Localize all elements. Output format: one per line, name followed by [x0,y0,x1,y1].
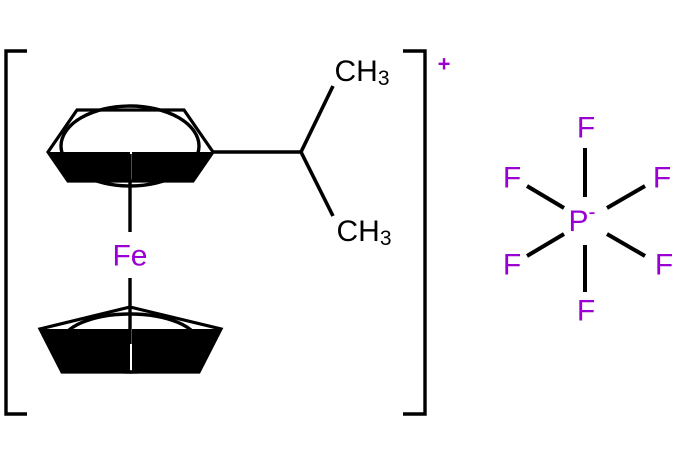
isopropyl-group [299,85,335,217]
cation-bracket-right [403,49,427,416]
fluorine-upper-left-label: F [503,162,521,195]
pf-bond-upper-right [605,184,647,210]
pf-bond-lower-left [525,232,566,258]
methyl-top-symbol: CH [334,55,377,88]
arene-ring-group [46,104,301,188]
methyl-top-label: CH3 [334,55,389,90]
iron-atom-label: Fe [112,240,147,273]
phosphorus-symbol: P [568,205,588,238]
pf-bond-lower-right [605,232,647,258]
phosphorus-charge: - [589,201,596,224]
cp-aromatic-circle [60,312,200,374]
phosphorus-atom-label: P- [568,201,595,238]
methyl-bottom-symbol: CH [336,215,379,248]
fluorine-top-label: F [577,112,595,145]
arene-wedge-bond-left [48,152,130,181]
arene-wedge-bond-right [132,152,213,181]
isopropyl-bond-to-methyl-bottom [299,151,335,217]
fluorine-bottom-label: F [577,295,595,328]
pf-bond-upper-left [525,184,566,210]
methyl-bottom-label: CH3 [336,215,391,250]
hexafluorophosphate-group: P- F F F F F F [503,112,673,328]
cation-bracket-left [4,49,27,416]
fluorine-lower-right-label: F [655,249,673,282]
isopropyl-bond-to-methyl-top [299,85,335,153]
methyl-bottom-subscript: 3 [380,227,392,250]
fluorine-lower-left-label: F [503,249,521,282]
methyl-top-subscript: 3 [378,67,390,90]
fluorine-upper-right-label: F [653,162,671,195]
cyclopentadienyl-ring-group [37,305,224,374]
cation-charge-label: + [438,52,451,77]
